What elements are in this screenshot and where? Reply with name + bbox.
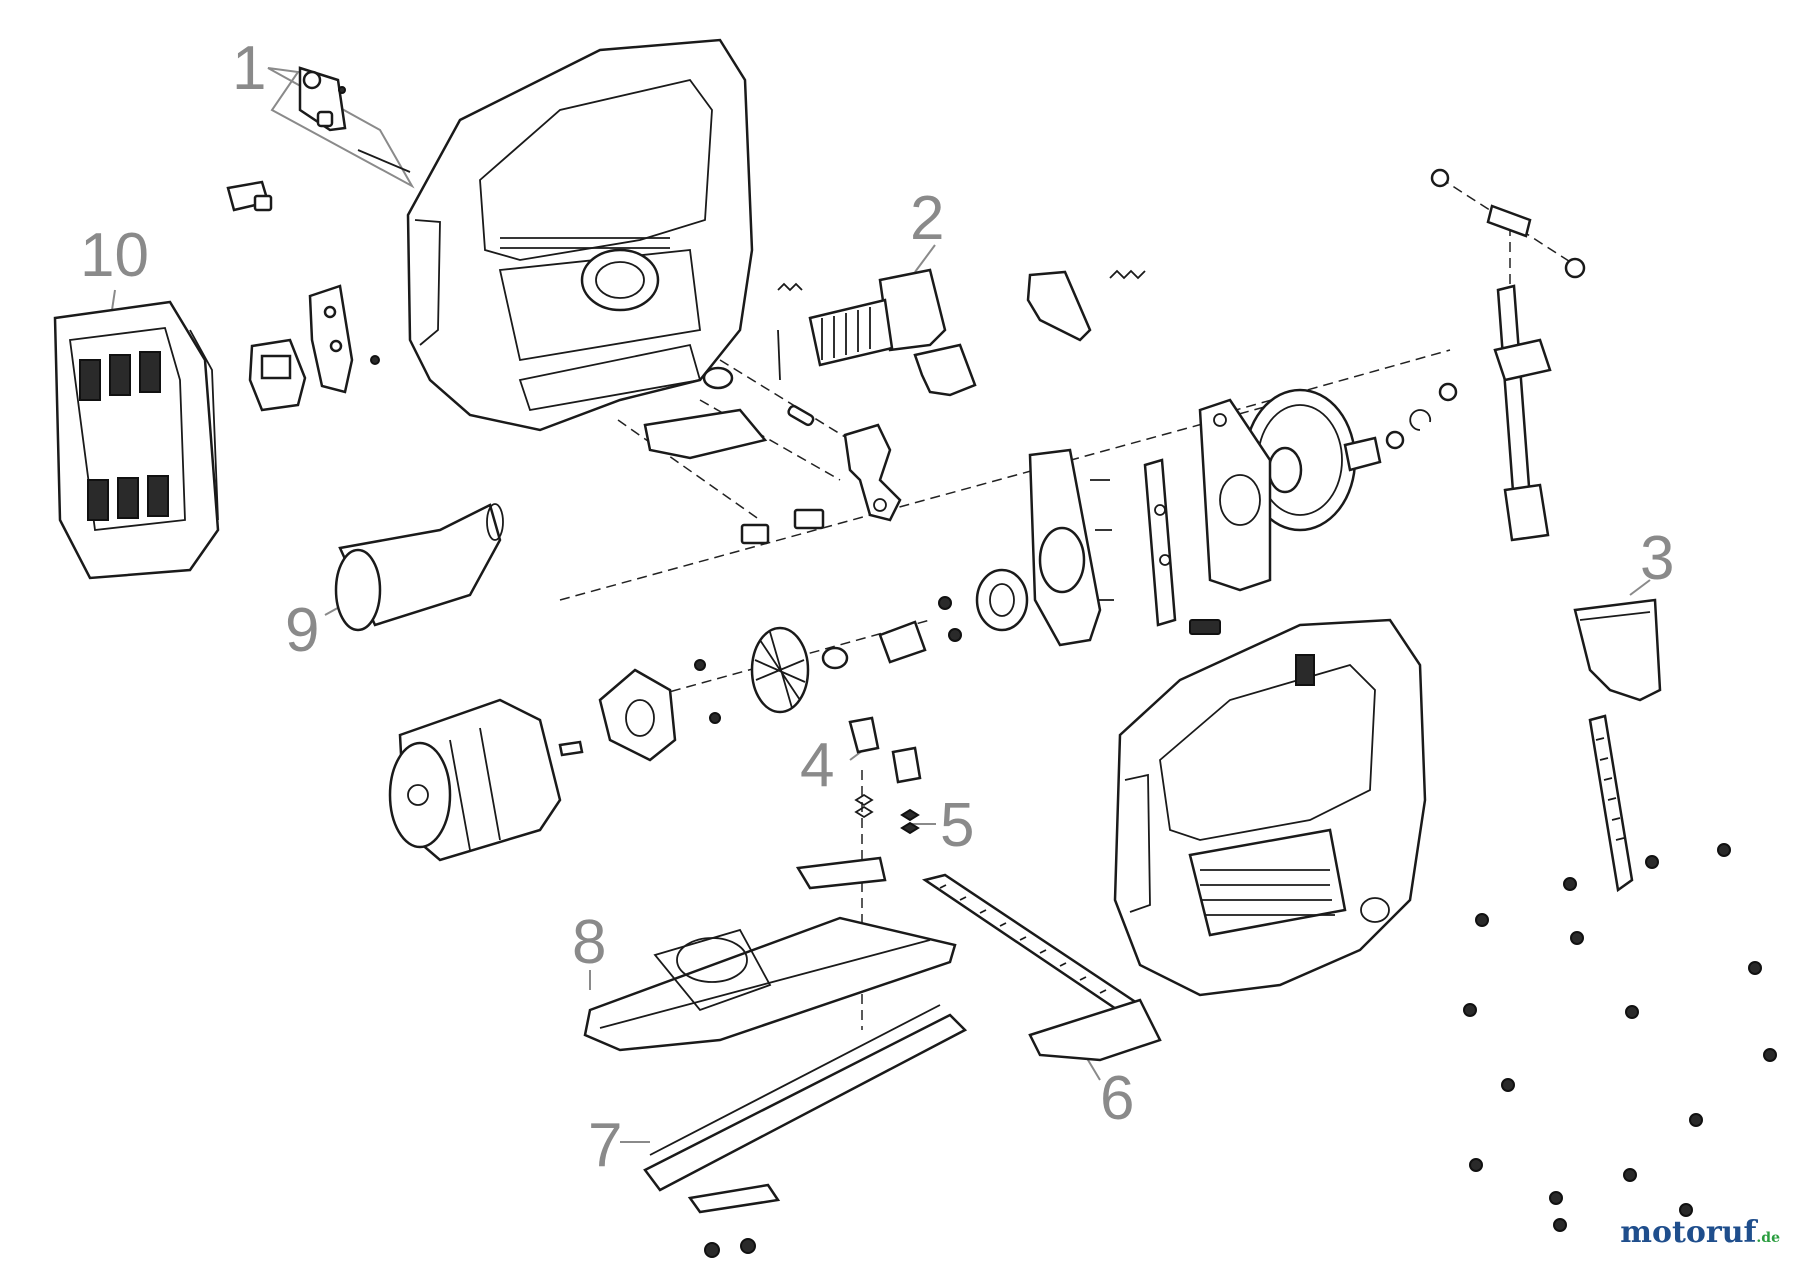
alignment-dash-4	[559, 399, 1291, 601]
alignment-dash-2	[699, 399, 841, 481]
nut	[821, 646, 849, 670]
switch-module	[248, 338, 307, 412]
bearing	[975, 568, 1029, 632]
pad-2	[793, 508, 825, 530]
callout-9: 9	[285, 596, 320, 665]
part-5-knob	[891, 746, 922, 835]
watermark-domain: .de	[1756, 1230, 1780, 1246]
felt-pad	[1189, 619, 1221, 635]
alignment-dash-1	[617, 419, 761, 521]
cooling-fan	[750, 626, 810, 714]
gear-assembly	[1243, 382, 1458, 532]
motor-mount-ring	[598, 668, 677, 762]
callout-6: 6	[1100, 1064, 1135, 1133]
shaft-sleeve	[878, 620, 927, 664]
saw-blade	[1588, 714, 1634, 893]
loose-screws	[1463, 843, 1777, 1232]
part-8-base-shoe	[583, 916, 957, 1052]
electric-motor	[388, 698, 584, 862]
part-6-scale-strip	[921, 873, 1162, 1062]
callout-7: 7	[588, 1111, 623, 1180]
pin-rod	[787, 404, 815, 427]
slider-strip	[1143, 458, 1177, 627]
callout-5: 5	[940, 791, 975, 860]
trigger-lever	[843, 423, 902, 522]
gearbox-frame	[1028, 448, 1114, 647]
rail-clip	[687, 1183, 781, 1214]
watermark-brand: motoruf	[1620, 1215, 1757, 1250]
alignment-dash-3	[719, 359, 851, 441]
switch-cover	[1026, 270, 1092, 342]
guide-plate	[1198, 398, 1272, 592]
screw-motor-1	[694, 659, 706, 671]
callout-3: 3	[1640, 524, 1675, 593]
screw-motor-2	[709, 712, 721, 724]
washer-2	[948, 628, 962, 642]
washer-1	[938, 596, 952, 610]
callout-8: 8	[572, 908, 607, 977]
part-4-knob	[848, 716, 880, 819]
rail-screw-1	[704, 1242, 720, 1258]
spring-small-2	[1109, 269, 1146, 280]
leader-3	[1629, 579, 1651, 596]
housing-left-half	[406, 38, 754, 432]
part-9-dust-tube	[334, 503, 504, 632]
blade-clamp	[795, 856, 887, 890]
plunger-rod-assembly	[1430, 168, 1586, 542]
leader-1	[267, 67, 415, 189]
callout-1: 1	[232, 34, 267, 103]
leader-10	[111, 289, 116, 311]
callout-10: 10	[80, 221, 149, 290]
lever-plate	[643, 408, 768, 460]
spring-small-1	[777, 282, 803, 292]
part-2-switch	[777, 268, 977, 397]
callout-2: 2	[910, 184, 945, 253]
screw-small	[370, 355, 380, 365]
pad-1	[740, 523, 770, 545]
small-connector-top-left	[226, 180, 273, 212]
rail-screw-2	[740, 1238, 756, 1254]
o-ring	[702, 366, 734, 390]
watermark-logo: motoruf.de	[1620, 1215, 1780, 1250]
leader-2	[914, 244, 936, 273]
part-1-cover-plate	[298, 66, 411, 173]
gasket-plate	[308, 284, 354, 394]
alignment-dash-6	[1199, 349, 1451, 421]
part-7-guide-rail	[643, 1004, 968, 1192]
callout-4: 4	[800, 731, 835, 800]
part-10-battery-pack	[53, 300, 220, 580]
part-3-guard-clip	[1573, 598, 1662, 702]
housing-right-half	[1113, 618, 1427, 997]
